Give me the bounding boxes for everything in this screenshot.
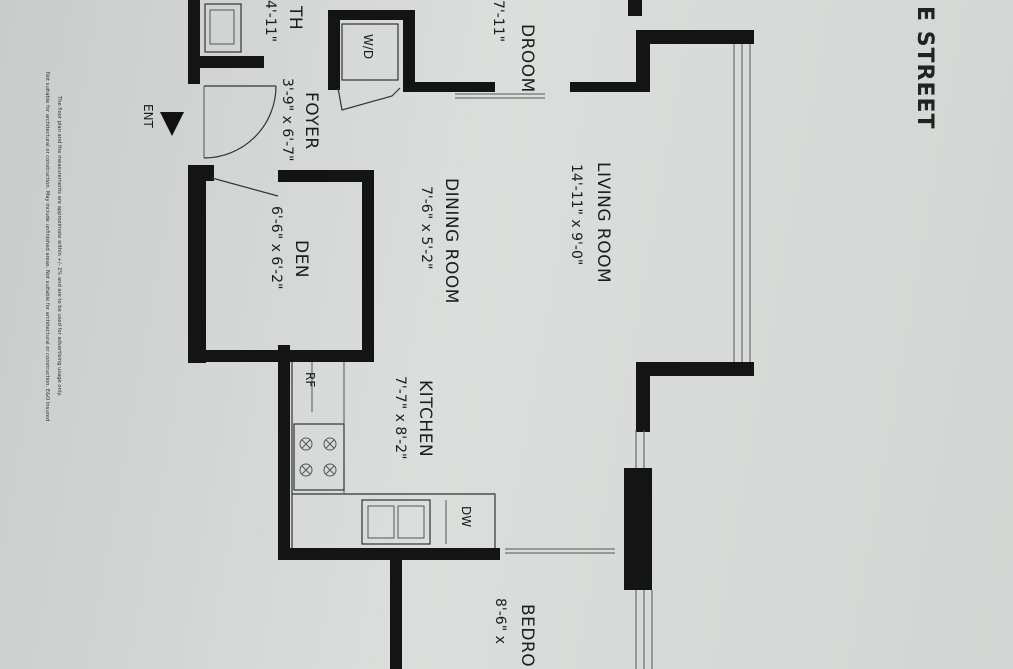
bedroom-bottom-name: BEDRO bbox=[517, 604, 537, 667]
wall-wd-top bbox=[328, 10, 413, 20]
wall-living-pier bbox=[636, 362, 650, 432]
wall-column bbox=[624, 468, 652, 590]
bath-sink bbox=[209, 9, 235, 45]
kitchen-sink bbox=[361, 499, 431, 545]
wall-den-right bbox=[362, 170, 374, 356]
foyer-name: FOYER bbox=[301, 92, 321, 150]
wall-wd-left bbox=[328, 10, 340, 90]
dining-room-name: DINING ROOM bbox=[441, 178, 461, 304]
wd-label: W/D bbox=[361, 34, 375, 59]
bath-dim: 4'-11" bbox=[262, 0, 278, 42]
living-room-name: LIVING ROOM bbox=[593, 162, 613, 283]
street-label: E STREET bbox=[912, 6, 937, 130]
windows bbox=[635, 44, 751, 669]
fixtures bbox=[204, 3, 496, 548]
stove bbox=[293, 423, 345, 491]
wall-living-top-pier bbox=[636, 30, 650, 92]
den-door-leaf bbox=[211, 177, 279, 197]
wall-wd-right bbox=[403, 10, 415, 92]
wall-living-top bbox=[636, 30, 754, 44]
bath-name: TH bbox=[285, 5, 305, 30]
foyer-dim: 3'-9" x 6'-7" bbox=[279, 78, 295, 162]
bedroom-top-name: DROOM bbox=[517, 24, 537, 93]
washer-dryer-unit bbox=[341, 23, 399, 81]
doors bbox=[203, 85, 615, 554]
refrigerator-label: RF bbox=[303, 372, 317, 387]
wd-door bbox=[337, 87, 401, 111]
wall-bedroom-bottom bbox=[403, 82, 495, 92]
wall-bath-bottom bbox=[200, 56, 264, 68]
wall-entry-stub bbox=[188, 165, 214, 181]
living-room-dim: 14'-11" x 9'-0" bbox=[568, 164, 584, 265]
kitchen-dim: 7'-7" x 8'-2" bbox=[392, 376, 408, 460]
disclaimer-line-1: The floor plan and the measurements are … bbox=[56, 95, 62, 397]
bedroom-bottom-dim: 8'-6" x bbox=[492, 598, 508, 644]
bath-vanity bbox=[204, 3, 242, 53]
wall-living-bottom bbox=[636, 362, 754, 376]
dining-room-dim: 7'-6" x 5'-2" bbox=[418, 186, 434, 270]
wall-bedroom-bottom-right bbox=[570, 82, 640, 92]
entry-door-swing bbox=[203, 85, 277, 159]
wall-den-left bbox=[188, 165, 206, 363]
disclaimer-line-2: Not suitable for architectural or constr… bbox=[44, 72, 50, 421]
kitchen-counter bbox=[291, 362, 496, 548]
den-name: DEN bbox=[291, 240, 311, 278]
wall-top-stub bbox=[628, 0, 642, 16]
entry-label: ENT bbox=[141, 104, 155, 129]
kitchen-name: KITCHEN bbox=[415, 380, 435, 457]
dishwasher-label: DW bbox=[459, 506, 473, 527]
walls bbox=[188, 0, 754, 669]
wall-kitchen-bottom bbox=[278, 548, 500, 560]
bedroom-top-dim: 7'-11" bbox=[490, 0, 506, 42]
den-dim: 6'-6" x 6'-2" bbox=[268, 206, 284, 290]
stove-burners bbox=[299, 437, 337, 477]
wall-bedroom-left bbox=[390, 555, 402, 669]
entry-arrow-icon bbox=[160, 112, 184, 136]
wall-den-top bbox=[278, 170, 374, 182]
room-labels: DROOM 7'-11" TH 4'-11" W/D FOYER 3'-9" x… bbox=[262, 0, 613, 667]
wall-bath-left bbox=[188, 0, 200, 84]
wall-kitchen-left bbox=[278, 345, 290, 560]
